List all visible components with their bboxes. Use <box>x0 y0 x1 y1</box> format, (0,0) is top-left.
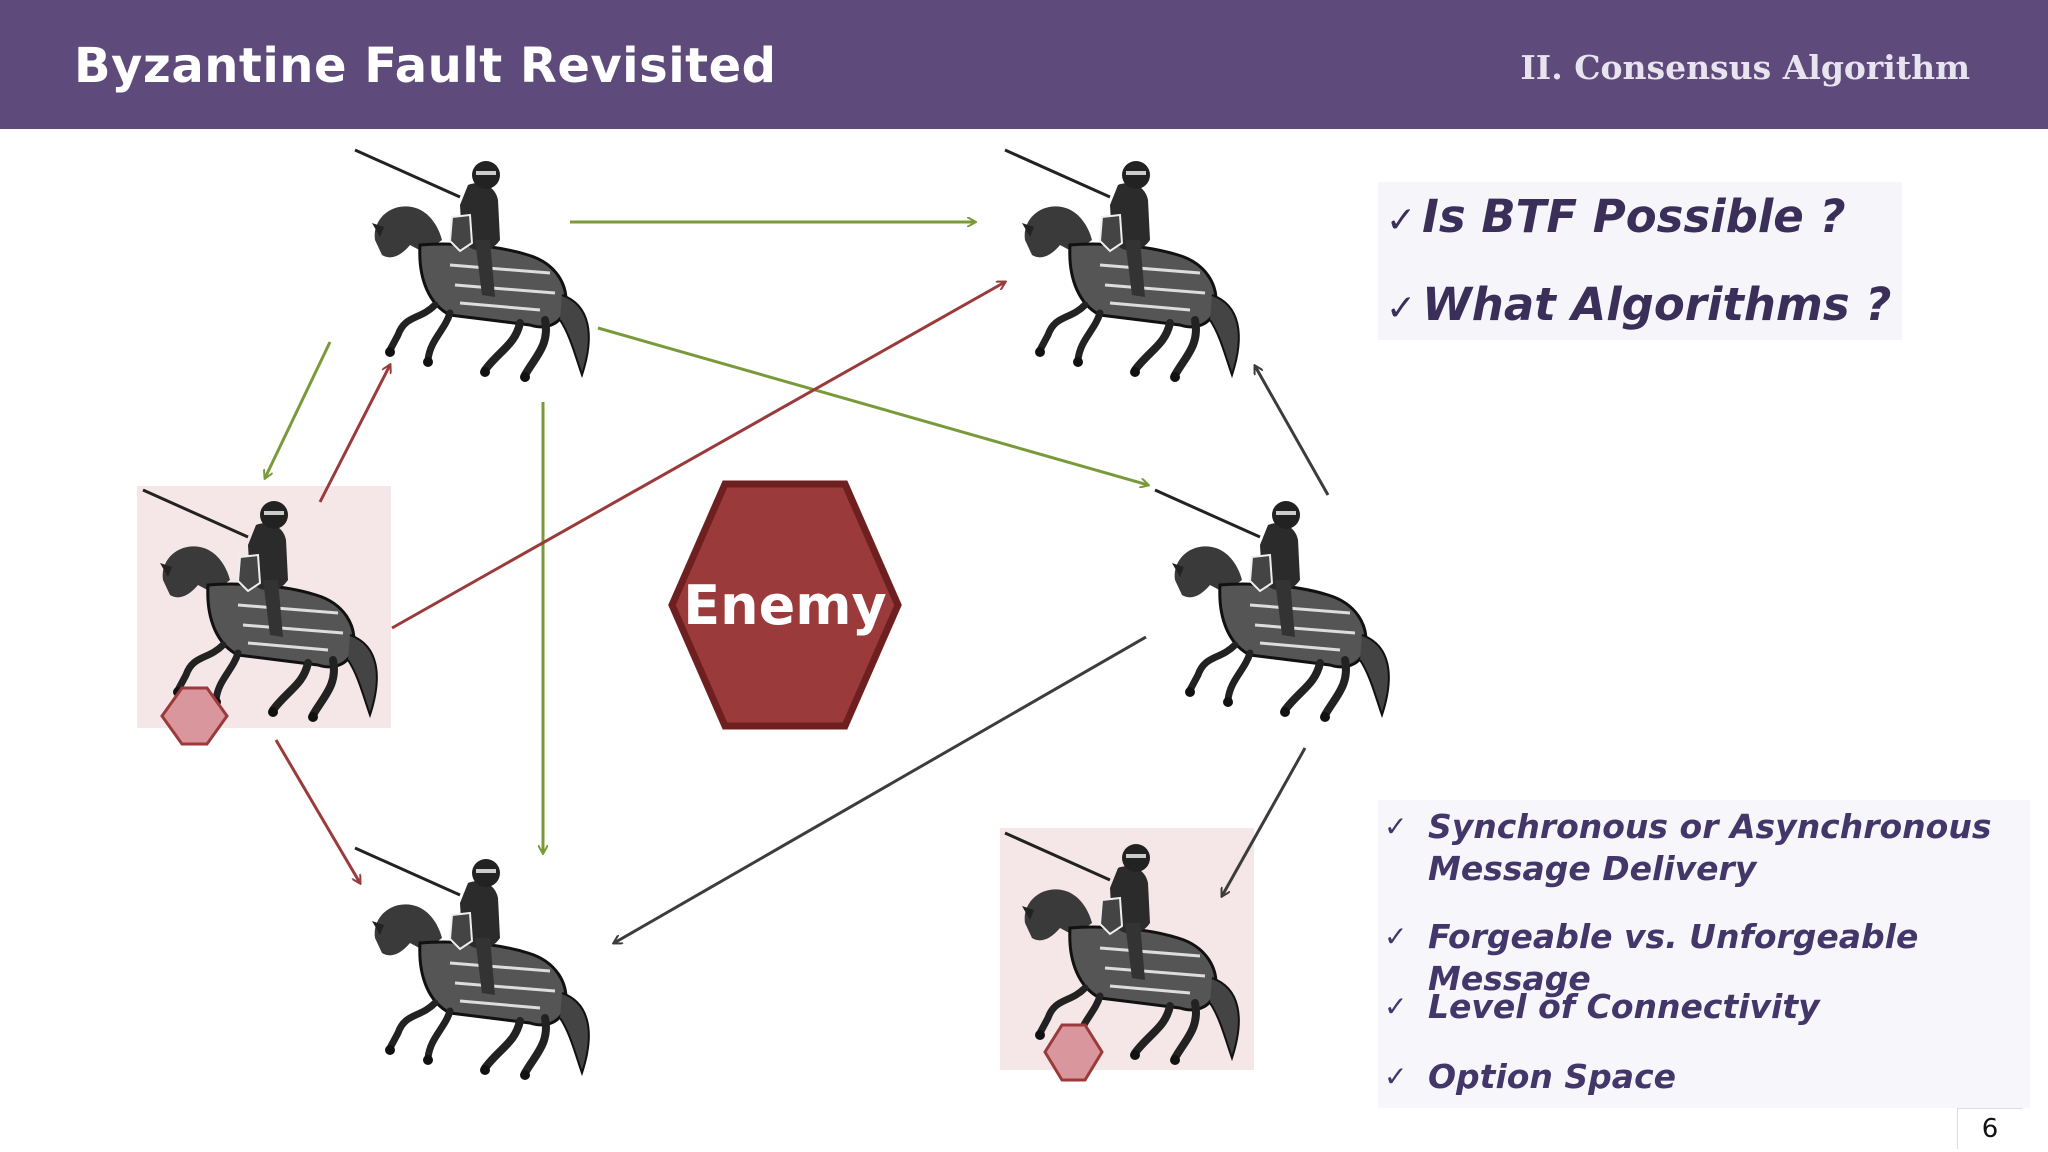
question-item: ✓What Algorithms ? <box>1386 278 1891 331</box>
knight-right <box>1155 490 1389 722</box>
slide-title: Byzantine Fault Revisited <box>74 38 777 94</box>
check-icon: ✓ <box>1384 1060 1408 1093</box>
factor-item: ✓ Level of Connectivity <box>1384 986 1820 1028</box>
questions-box: ✓Is BTF Possible ? ✓What Algorithms ? <box>1378 182 1902 340</box>
arrow-dark-1 <box>1255 366 1330 496</box>
arrow-traitor-2 <box>391 282 1005 630</box>
question-text: What Algorithms ? <box>1422 278 1892 331</box>
check-icon: ✓ <box>1384 990 1408 1023</box>
arrow-loyal-3 <box>265 341 332 478</box>
arrow-dark-3 <box>1222 747 1307 896</box>
check-icon: ✓ <box>1386 288 1417 329</box>
byzantine-diagram: Enemy <box>137 129 2048 1152</box>
arrow-traitor-1 <box>318 365 390 503</box>
section-label: II. Consensus Algorithm <box>1520 48 1970 87</box>
check-icon: ✓ <box>1384 810 1408 843</box>
factor-text: Synchronous or Asynchronous Message Deli… <box>1428 807 1992 888</box>
question-text: Is BTF Possible ? <box>1422 190 1846 243</box>
check-icon: ✓ <box>1386 200 1417 241</box>
knight-top-right <box>1005 150 1239 382</box>
factor-text: Level of Connectivity <box>1428 987 1820 1026</box>
arrow-traitor-3 <box>274 739 360 883</box>
factor-text: Forgeable vs. Unforgeable Message <box>1428 917 1919 998</box>
check-icon: ✓ <box>1384 920 1408 953</box>
factor-text: Option Space <box>1428 1057 1677 1096</box>
enemy-label: Enemy <box>683 574 886 637</box>
arrow-loyal-2 <box>597 326 1148 485</box>
traitor-marker-bottom-right <box>1043 1023 1104 1082</box>
enemy-hexagon <box>668 480 902 730</box>
arrow-dark-2 <box>614 635 1147 943</box>
traitor-marker-left <box>160 686 229 746</box>
factor-item: ✓ Synchronous or Asynchronous Message De… <box>1384 806 1991 890</box>
factors-box: ✓ Synchronous or Asynchronous Message De… <box>1378 800 2030 1108</box>
page-number: 6 <box>1957 1108 2022 1149</box>
factor-item: ✓ Option Space <box>1384 1056 1676 1098</box>
knight-top-left <box>355 150 589 382</box>
factor-item: ✓ Forgeable vs. Unforgeable Message <box>1384 916 2030 1000</box>
question-item: ✓Is BTF Possible ? <box>1386 190 1846 243</box>
knight-bottom-left <box>355 848 589 1080</box>
header-bar: Byzantine Fault Revisited II. Consensus … <box>0 0 2048 129</box>
